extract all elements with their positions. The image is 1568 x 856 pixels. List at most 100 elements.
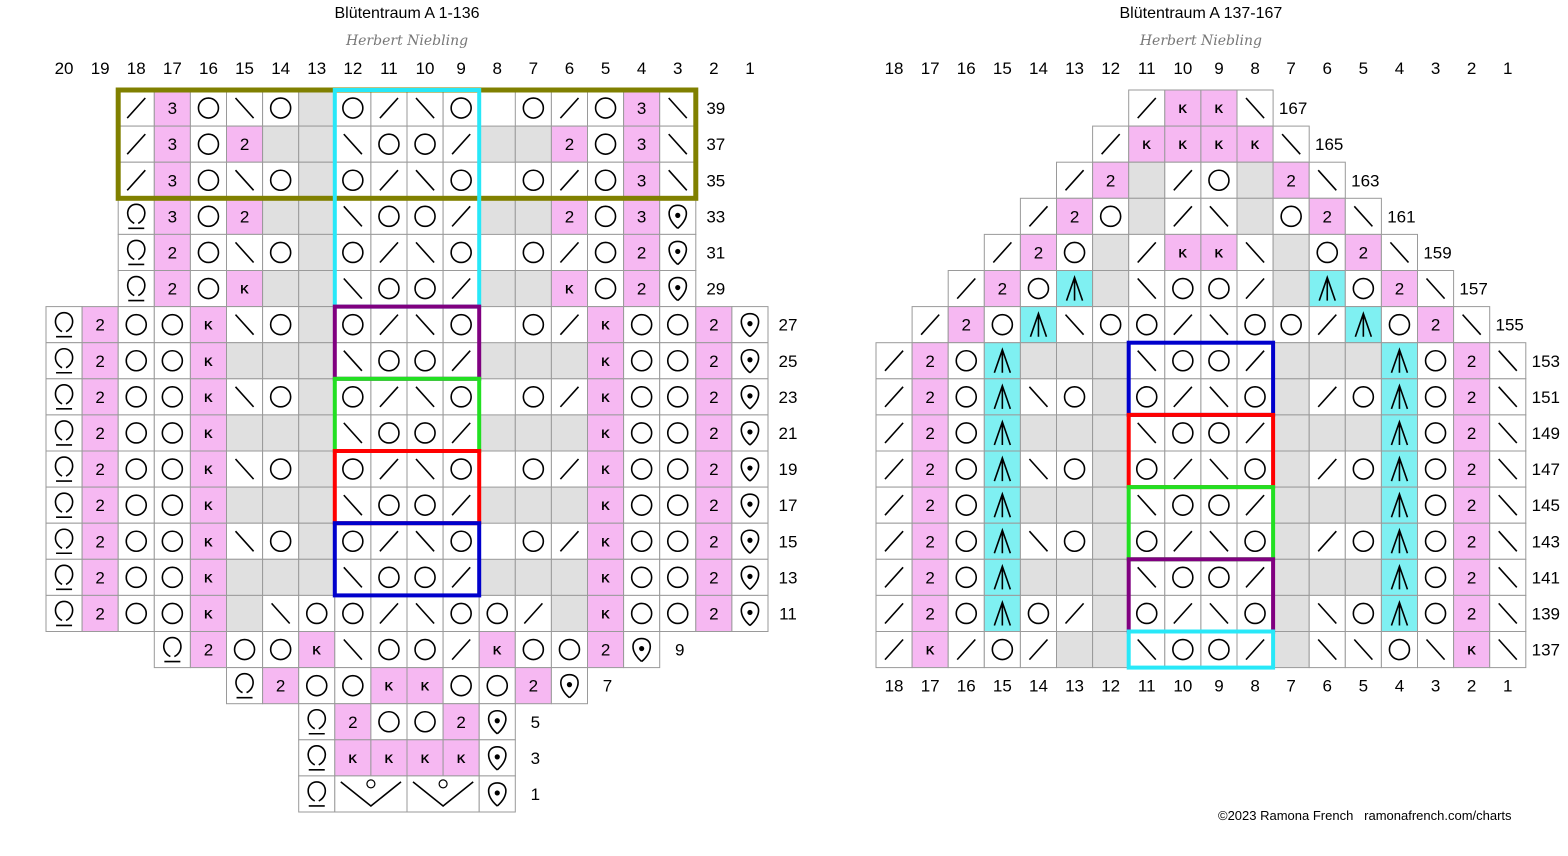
cell-background — [334, 667, 372, 705]
chart-cell — [1417, 486, 1455, 524]
loop-end-symbol — [668, 204, 688, 229]
chart-cell — [1092, 306, 1130, 344]
k2tog-symbol — [451, 277, 471, 300]
column-number-bottom: 14 — [1029, 677, 1048, 696]
chart-cell — [983, 342, 1021, 380]
chart-cell — [262, 414, 300, 452]
loop-end-symbol — [740, 565, 760, 590]
cell-background — [406, 125, 444, 163]
cell-background — [1092, 486, 1130, 524]
chart-cell — [550, 197, 589, 235]
cell-background — [189, 486, 227, 524]
loop-start-symbol — [307, 745, 327, 771]
chart-A — [45, 87, 769, 813]
ssk-symbol — [1209, 205, 1229, 227]
ssk-symbol — [1245, 97, 1265, 119]
chart-cell — [1056, 522, 1094, 560]
yarn-over-symbol — [1099, 313, 1122, 336]
cell-background — [226, 486, 264, 524]
cell-background — [81, 594, 119, 633]
cell-background — [623, 414, 661, 452]
chart-cell — [1453, 594, 1491, 633]
loop-dot — [747, 465, 753, 471]
yarn-over-symbol — [1208, 638, 1230, 661]
chart-cell — [1380, 306, 1419, 344]
chart-cell — [189, 125, 227, 163]
yarn-over-symbol — [1063, 241, 1086, 264]
cell-background — [1344, 450, 1382, 488]
chart-cell — [1272, 378, 1310, 416]
row-number: 9 — [675, 641, 684, 660]
loop-start-symbol — [54, 347, 74, 374]
column-number: 18 — [885, 59, 904, 78]
k-symbol: K — [1142, 138, 1151, 152]
chart-cell — [1236, 414, 1274, 452]
cell-background — [370, 631, 408, 669]
chart-cell — [514, 378, 552, 416]
chart-cell — [1308, 522, 1346, 560]
count-symbol: 2 — [95, 460, 104, 479]
yarn-over-symbol — [414, 494, 436, 516]
cdd-symbol — [1390, 419, 1409, 446]
cell-background — [587, 378, 625, 416]
chart-cell — [623, 414, 661, 452]
row-number: 17 — [779, 496, 798, 515]
row-number: 137 — [1532, 641, 1560, 660]
chart-cell — [911, 486, 949, 524]
cell-background — [695, 558, 733, 596]
cell-background — [262, 161, 300, 199]
chart-cell — [731, 594, 769, 633]
cell-background — [587, 631, 625, 669]
chart-cell — [587, 197, 625, 235]
chart-cell — [1092, 125, 1130, 163]
cell-background — [406, 558, 444, 596]
chart-cell — [478, 739, 516, 777]
cell-background — [1417, 522, 1455, 560]
chart-cell — [623, 125, 661, 163]
ssk-symbol — [1028, 458, 1049, 480]
chart-cell — [226, 450, 264, 488]
chart-cell — [406, 306, 444, 344]
chart-cell — [406, 270, 444, 308]
count-symbol: 2 — [348, 713, 357, 732]
yarn-over-symbol — [269, 530, 292, 553]
ssk-symbol — [1209, 602, 1229, 625]
chart-cell — [1489, 414, 1527, 452]
cell-background — [623, 486, 661, 524]
yarn-over-symbol — [197, 241, 220, 264]
column-number: 4 — [1395, 59, 1404, 78]
cell-background — [334, 450, 372, 488]
cell-background — [1128, 522, 1166, 560]
cell-background — [1164, 197, 1202, 235]
chart-cell — [623, 342, 661, 380]
chart-cell — [1489, 522, 1527, 560]
loop-start-symbol — [307, 781, 327, 807]
row-number: 153 — [1532, 352, 1560, 371]
cell-background — [514, 233, 552, 271]
cell-background — [587, 125, 625, 163]
cell-background — [153, 197, 191, 235]
chart-cell — [587, 522, 625, 560]
chart-cell — [478, 125, 516, 163]
cell-background — [550, 233, 589, 271]
chart-cell — [550, 667, 589, 705]
chart-cell — [1417, 306, 1455, 344]
chart-cell — [1489, 594, 1527, 633]
count-symbol: 2 — [925, 460, 934, 479]
chart-cell — [334, 667, 372, 705]
k2tog-symbol — [451, 638, 471, 661]
chart-cell — [442, 306, 480, 344]
chart-cell — [1019, 378, 1058, 416]
chart-cell — [1489, 450, 1527, 488]
count-symbol: 2 — [95, 352, 104, 371]
chart-cell — [81, 306, 119, 344]
ssk-symbol — [1462, 314, 1482, 336]
column-number: 6 — [565, 59, 574, 78]
yarn-over-symbol — [594, 133, 617, 155]
chart-cell — [731, 342, 769, 380]
row-number: 13 — [779, 568, 798, 587]
k-symbol: K — [204, 535, 213, 549]
count-symbol: 2 — [1467, 424, 1476, 443]
row-number: 159 — [1423, 243, 1451, 262]
